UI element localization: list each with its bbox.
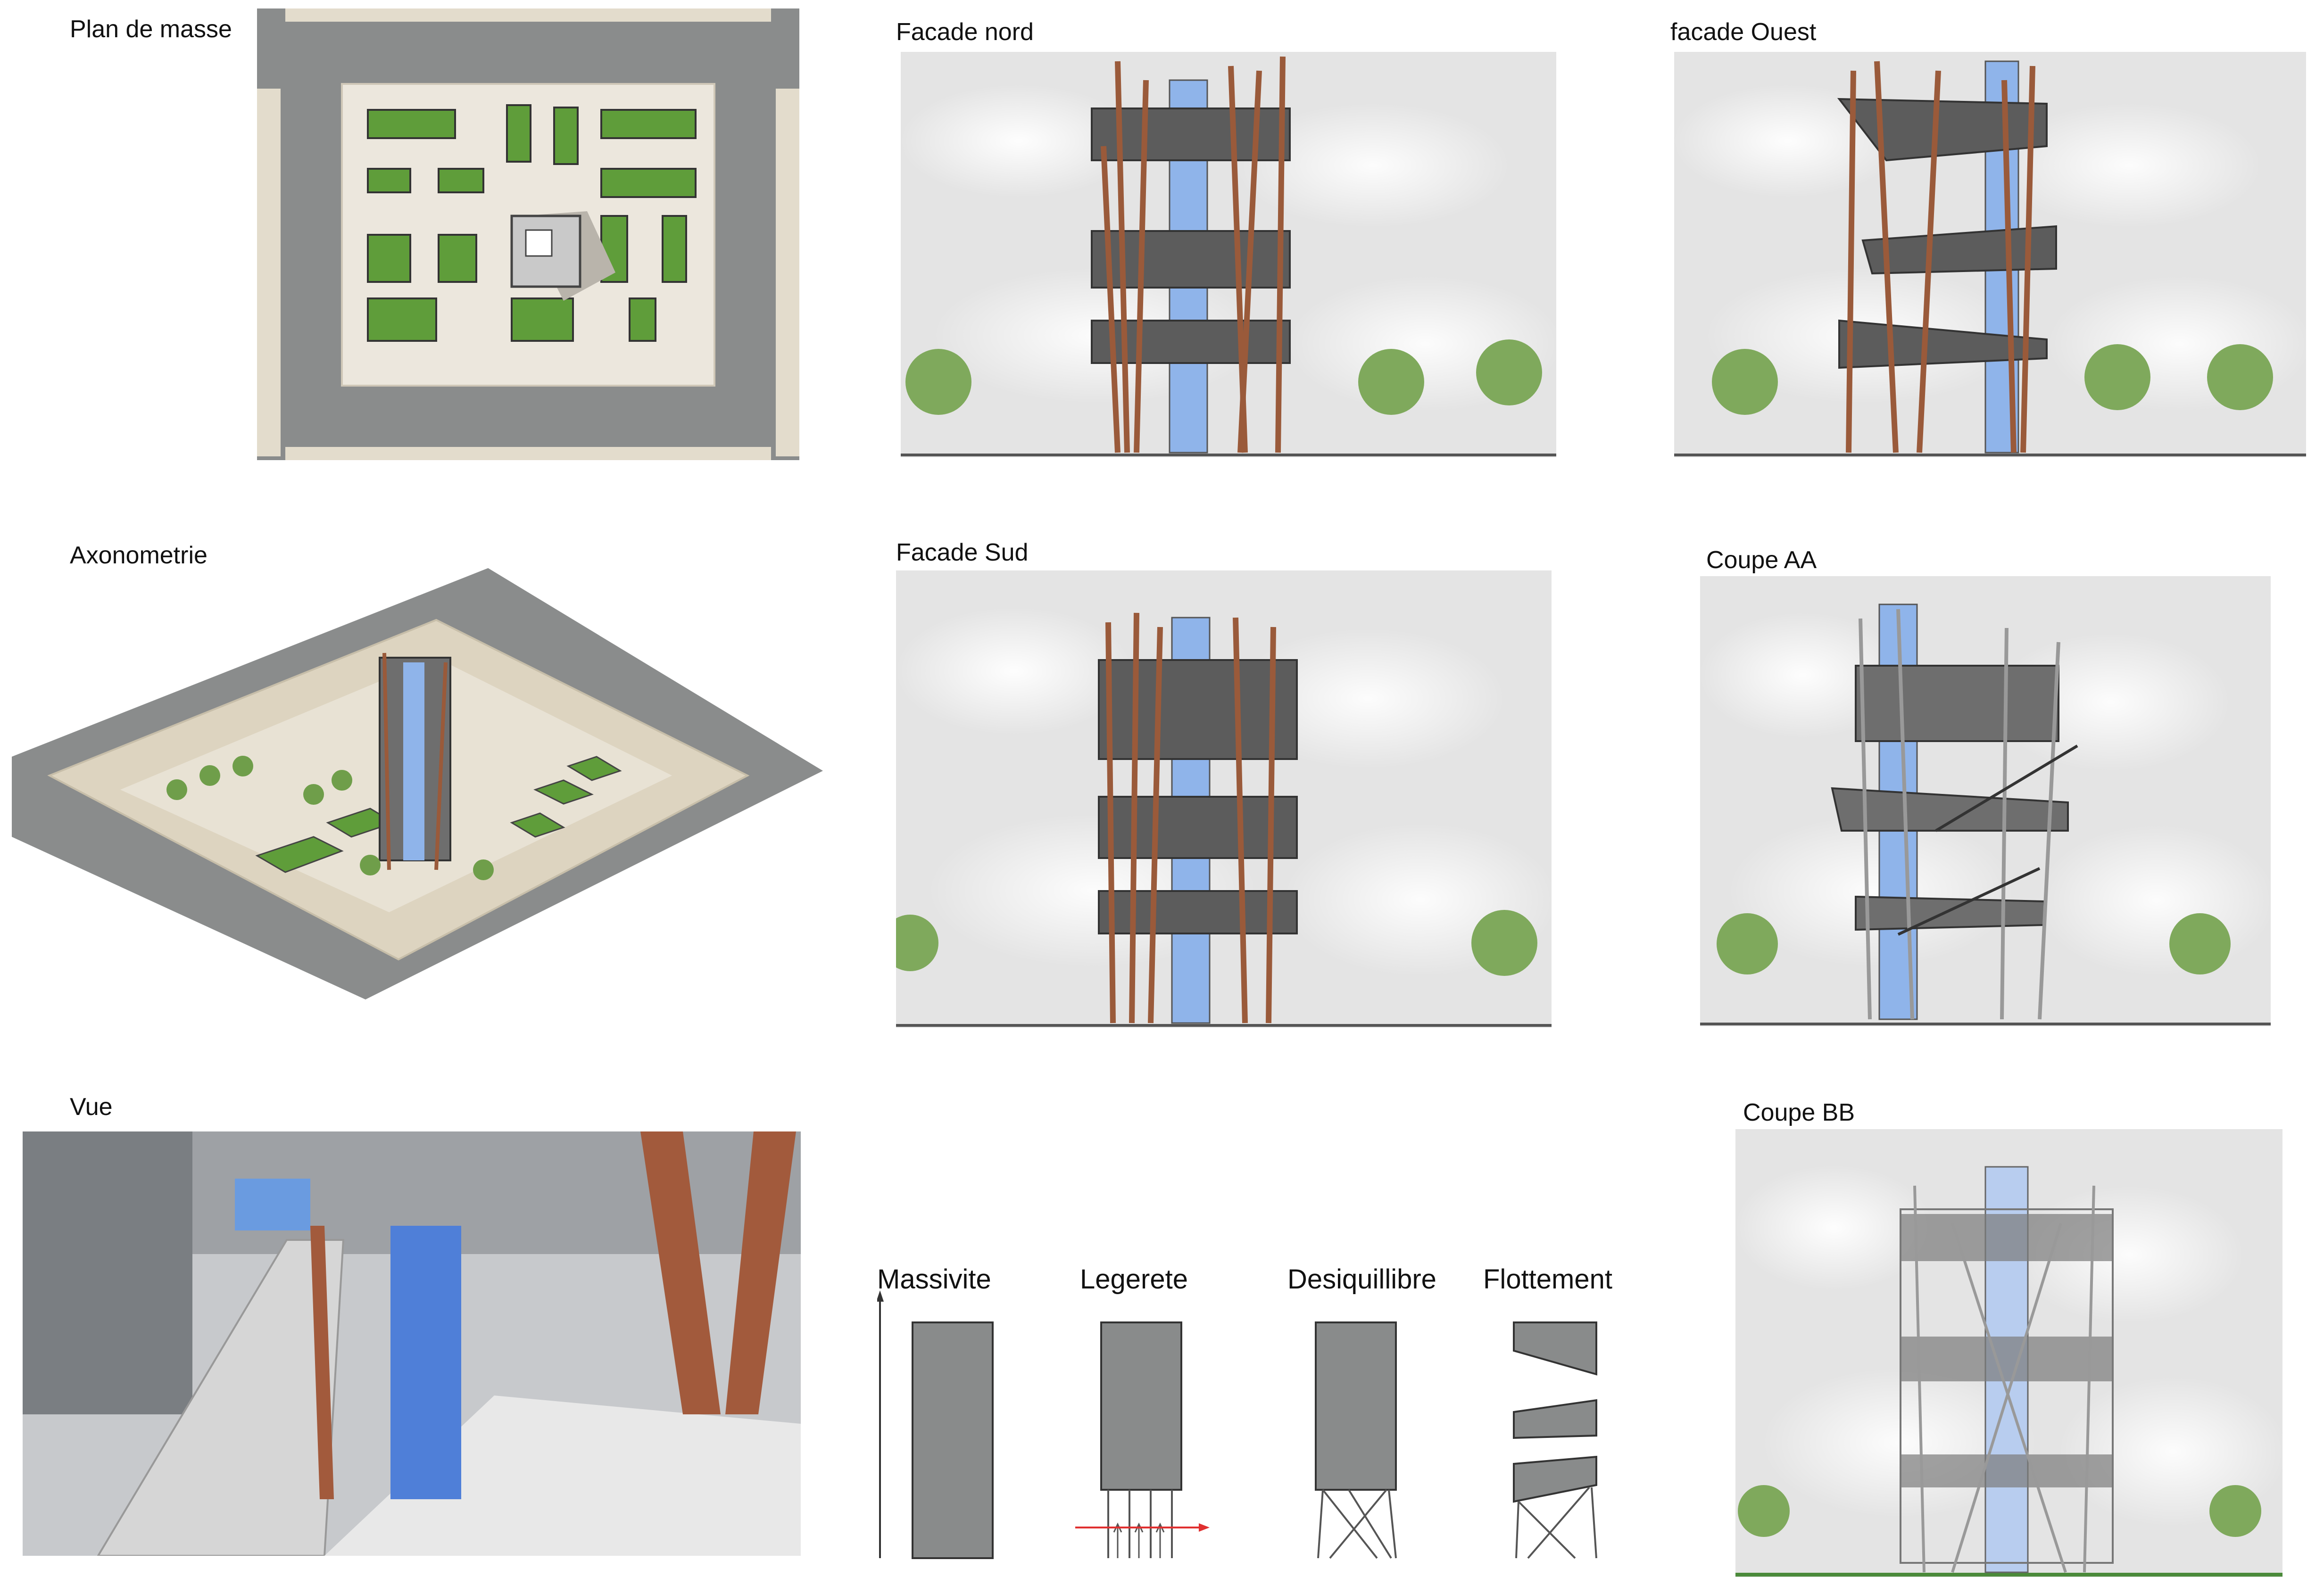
facade-ouest-title: facade Ouest xyxy=(1670,18,1817,46)
concept-label-massivite: Massivite xyxy=(877,1264,991,1295)
flottement-slab-bottom xyxy=(1513,1455,1597,1503)
vue-title: Vue xyxy=(70,1093,113,1121)
desiquillibre-cross-legs xyxy=(1317,1489,1397,1559)
flottement-cross-legs xyxy=(1515,1486,1597,1559)
facade-sud-drawing xyxy=(896,570,1552,1028)
facade-nord-title: Facade nord xyxy=(896,18,1034,46)
legerete-red-arrowhead xyxy=(1199,1523,1210,1532)
concept-label-flottement: Flottement xyxy=(1483,1264,1612,1295)
legerete-wind-arrows xyxy=(1113,1522,1165,1558)
desiquillibre-block xyxy=(1315,1321,1397,1491)
axonometric-drawing xyxy=(12,568,823,999)
coupe-bb-drawing xyxy=(1735,1129,2282,1577)
coupe-bb-title: Coupe BB xyxy=(1743,1099,1855,1126)
facade-sud-title: Facade Sud xyxy=(896,539,1029,566)
legerete-block xyxy=(1100,1321,1182,1491)
concept-diagrams: Massivite Legerete Desiquillibre Flottem… xyxy=(877,1256,1632,1577)
legerete-stilts xyxy=(1107,1490,1173,1558)
concept-label-desiquillibre: Desiquillibre xyxy=(1287,1264,1436,1295)
facade-nord-drawing xyxy=(901,52,1556,457)
concept-label-legerete: Legerete xyxy=(1080,1264,1188,1295)
facade-ouest-drawing xyxy=(1674,52,2306,457)
massivite-block xyxy=(912,1321,994,1559)
axonometrie-title: Axonometrie xyxy=(70,542,208,569)
vertical-axis-arrowhead xyxy=(877,1290,884,1302)
site-plan-drawing xyxy=(257,8,799,460)
coupe-aa-title: Coupe AA xyxy=(1706,546,1817,574)
coupe-aa-drawing xyxy=(1700,576,2271,1026)
plan-de-masse-title: Plan de masse xyxy=(70,16,232,43)
interior-view-render xyxy=(23,1131,801,1556)
flottement-slab-top xyxy=(1513,1321,1597,1376)
flottement-slab-middle xyxy=(1513,1399,1597,1439)
